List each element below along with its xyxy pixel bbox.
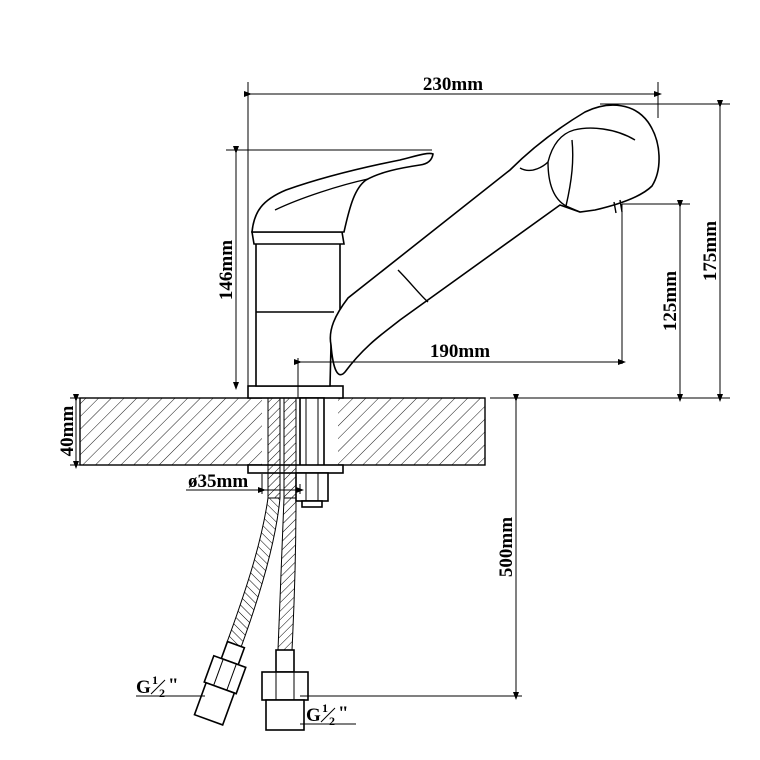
label-spout-reach: 190mm [430, 341, 490, 362]
label-spout-height: 125mm [660, 271, 681, 331]
countertop-section [79, 397, 486, 466]
faucet-body [247, 231, 345, 399]
dimension-hole-diameter: ø35mm [186, 471, 304, 494]
thread-left-prefix: G [136, 677, 151, 698]
thread-left-numerator: 1 [152, 673, 158, 687]
label-overall-width: 230mm [423, 74, 483, 95]
dimension-overall-height: 175mm [490, 100, 730, 402]
braided-hoses [225, 397, 297, 651]
dimension-body-height: 146mm [216, 146, 432, 390]
thread-left-denominator: 2 [159, 686, 165, 700]
thread-left-suffix: " [168, 675, 179, 696]
thread-label-left: G 1 2 " [136, 673, 205, 700]
left-hose-fitting [193, 640, 247, 726]
label-hole-diameter: ø35mm [188, 471, 248, 492]
dimension-hose-length: 500mm [300, 394, 522, 700]
thread-right-suffix: " [338, 703, 349, 724]
dimension-deck-thickness: 40mm [57, 394, 80, 469]
dimension-spout-height: 125mm [622, 200, 690, 402]
thread-right-prefix: G [306, 705, 321, 726]
label-deck-thickness: 40mm [57, 406, 78, 457]
dimension-overall-width: 230mm [244, 74, 662, 386]
thread-right-denominator: 2 [329, 714, 335, 728]
pull-out-spout [329, 104, 660, 376]
right-hose-fitting [261, 649, 309, 731]
thread-right-numerator: 1 [322, 701, 328, 715]
dimension-spout-reach: 190mm [294, 204, 626, 398]
lever-handle [251, 152, 434, 233]
thread-label-right: G 1 2 " [300, 701, 356, 728]
label-body-height: 146mm [216, 240, 237, 300]
label-overall-height: 175mm [700, 221, 721, 281]
label-hose-length: 500mm [496, 517, 517, 577]
